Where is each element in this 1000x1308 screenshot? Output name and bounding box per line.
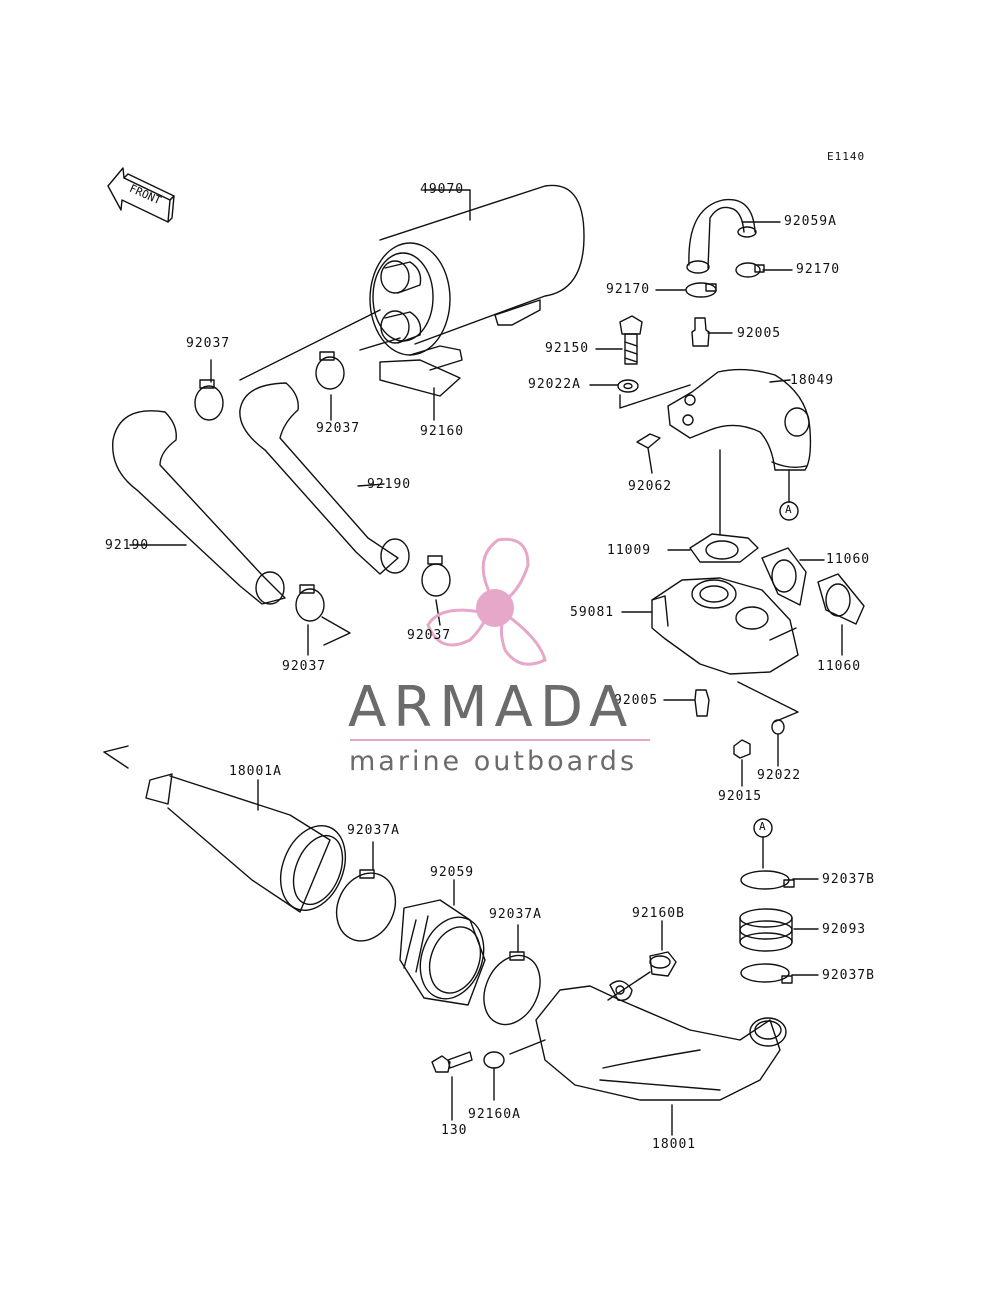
- clamp-92037B-a: [740, 870, 795, 890]
- part-label-92037A-b[interactable]: 92037A: [489, 907, 542, 922]
- front-arrow-icon: FRONT: [107, 167, 175, 223]
- part-label-92160[interactable]: 92160: [420, 424, 465, 439]
- part-label-92037-b[interactable]: 92037: [316, 421, 361, 436]
- part-label-130[interactable]: 130: [441, 1123, 468, 1138]
- gasket-11060-a: [761, 547, 807, 606]
- grommet-92160A: [483, 1051, 505, 1069]
- nipple-92005-bottom: [694, 689, 710, 717]
- part-label-11009[interactable]: 11009: [607, 543, 652, 558]
- clamp-92037-b: [315, 351, 345, 390]
- clamp-92037A-b: [483, 951, 541, 1026]
- nipple-92005-top: [691, 317, 710, 347]
- part-label-92037B-b[interactable]: 92037B: [822, 968, 875, 983]
- diagram-code: E1140: [827, 150, 866, 163]
- part-label-92037B-a[interactable]: 92037B: [822, 872, 875, 887]
- part-label-18001A[interactable]: 18001A: [229, 764, 282, 779]
- part-label-92170-right[interactable]: 92170: [796, 262, 841, 277]
- part-label-11060-b[interactable]: 11060: [817, 659, 862, 674]
- hose-92059A-outer: [688, 198, 756, 266]
- washer-92022: [771, 719, 785, 735]
- watermark-title: ARMADA: [348, 675, 635, 740]
- part-label-92005-bottom[interactable]: 92005: [614, 693, 659, 708]
- part-label-18001[interactable]: 18001: [652, 1137, 697, 1152]
- watermark-divider: [350, 739, 650, 741]
- clamp-92170-right: [735, 262, 765, 278]
- gasket-11009: [689, 533, 759, 563]
- part-label-92037-a[interactable]: 92037: [186, 336, 231, 351]
- clamp-92037-d: [295, 584, 325, 622]
- nut-92015: [733, 739, 751, 759]
- bolt-92150: [619, 315, 643, 365]
- part-label-92059[interactable]: 92059: [430, 865, 475, 880]
- part-label-92037A-a[interactable]: 92037A: [347, 823, 400, 838]
- clamp-92170-left: [685, 282, 717, 298]
- elbow-18049: [667, 368, 812, 471]
- part-label-92170-left[interactable]: 92170: [606, 282, 651, 297]
- clamp-92037-a: [194, 379, 224, 421]
- gasket-11060-b: [817, 573, 865, 625]
- hose-92190-left: [112, 410, 286, 605]
- bolt-130: [431, 1051, 473, 1073]
- clamp-92037A-a: [335, 869, 397, 942]
- part-label-49070[interactable]: 49070: [420, 182, 465, 197]
- clamp-92037-c: [421, 555, 451, 597]
- part-label-92190-left[interactable]: 92190: [105, 538, 150, 553]
- pad-92160: [379, 359, 461, 397]
- part-label-92190-mid[interactable]: 92190: [367, 477, 412, 492]
- manifold-59081: [651, 577, 799, 675]
- part-label-92037-c[interactable]: 92037: [407, 628, 452, 643]
- grommet-92160B: [649, 951, 677, 977]
- part-label-18049[interactable]: 18049: [790, 373, 835, 388]
- hose-92190-mid: [239, 382, 410, 575]
- part-label-92059A[interactable]: 92059A: [784, 214, 837, 229]
- part-label-92015[interactable]: 92015: [718, 789, 763, 804]
- clamp-92037B-b: [740, 963, 793, 984]
- part-label-92160B[interactable]: 92160B: [632, 906, 685, 921]
- part-label-59081[interactable]: 59081: [570, 605, 615, 620]
- ref-marker-top-label: A: [785, 503, 792, 516]
- hose-92059A-inner: [707, 206, 745, 269]
- part-label-92022[interactable]: 92022: [757, 768, 802, 783]
- pin-92062: [636, 433, 661, 449]
- part-label-92150[interactable]: 92150: [545, 341, 590, 356]
- muffler-49070: [369, 184, 585, 371]
- pipe-18001: [535, 980, 787, 1101]
- ref-marker-bottom-label: A: [759, 820, 766, 833]
- propeller-icon: [426, 537, 547, 666]
- cone-18001A: [103, 745, 347, 913]
- coupler-92059: [399, 899, 486, 1006]
- part-label-92037-d[interactable]: 92037: [282, 659, 327, 674]
- part-label-92093[interactable]: 92093: [822, 922, 867, 937]
- part-label-11060-a[interactable]: 11060: [826, 552, 871, 567]
- part-label-92160A[interactable]: 92160A: [468, 1107, 521, 1122]
- part-label-92005-top[interactable]: 92005: [737, 326, 782, 341]
- washer-92022A: [617, 379, 639, 393]
- part-label-92062[interactable]: 92062: [628, 479, 673, 494]
- watermark-subtitle: marine outboards: [349, 746, 638, 777]
- ring-92093: [739, 908, 793, 952]
- part-label-92022A[interactable]: 92022A: [528, 377, 581, 392]
